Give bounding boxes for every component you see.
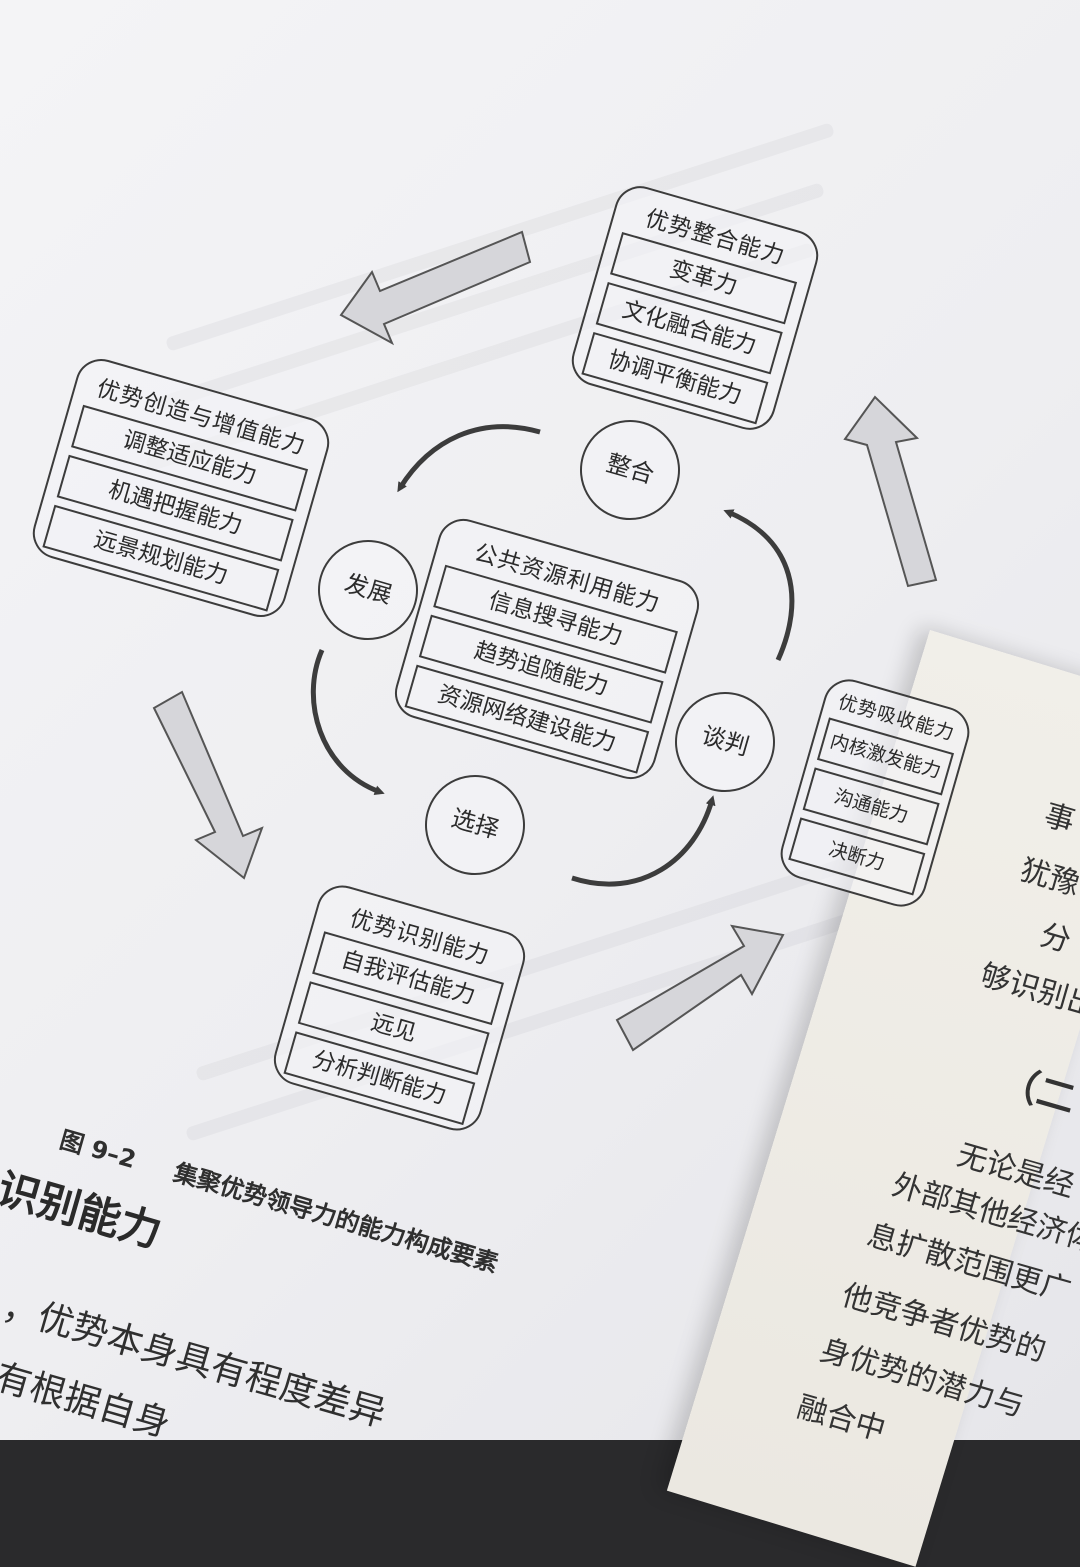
- hollow-arrow-lower-right-icon: [615, 924, 785, 1052]
- hollow-arrow-upper-left-icon: [339, 230, 532, 346]
- hollow-arrow-down-left-icon: [152, 690, 264, 880]
- hollow-arrow-up-right-icon: [843, 395, 938, 588]
- cycle-arrow-develop-to-select-icon: [310, 648, 385, 795]
- cycle-arrow-negotiate-to-integrate-icon: [723, 509, 795, 662]
- diagram-arrows: [152, 230, 938, 1052]
- diagram: 优势整合能力 变革力 文化融合能力 协调平衡能力 优势创造与增值能力 调整适应能…: [26, 180, 976, 1137]
- cycle-arrow-select-to-negotiate-icon: [571, 795, 716, 887]
- cycle-arrow-integrate-to-develop-icon: [397, 424, 541, 493]
